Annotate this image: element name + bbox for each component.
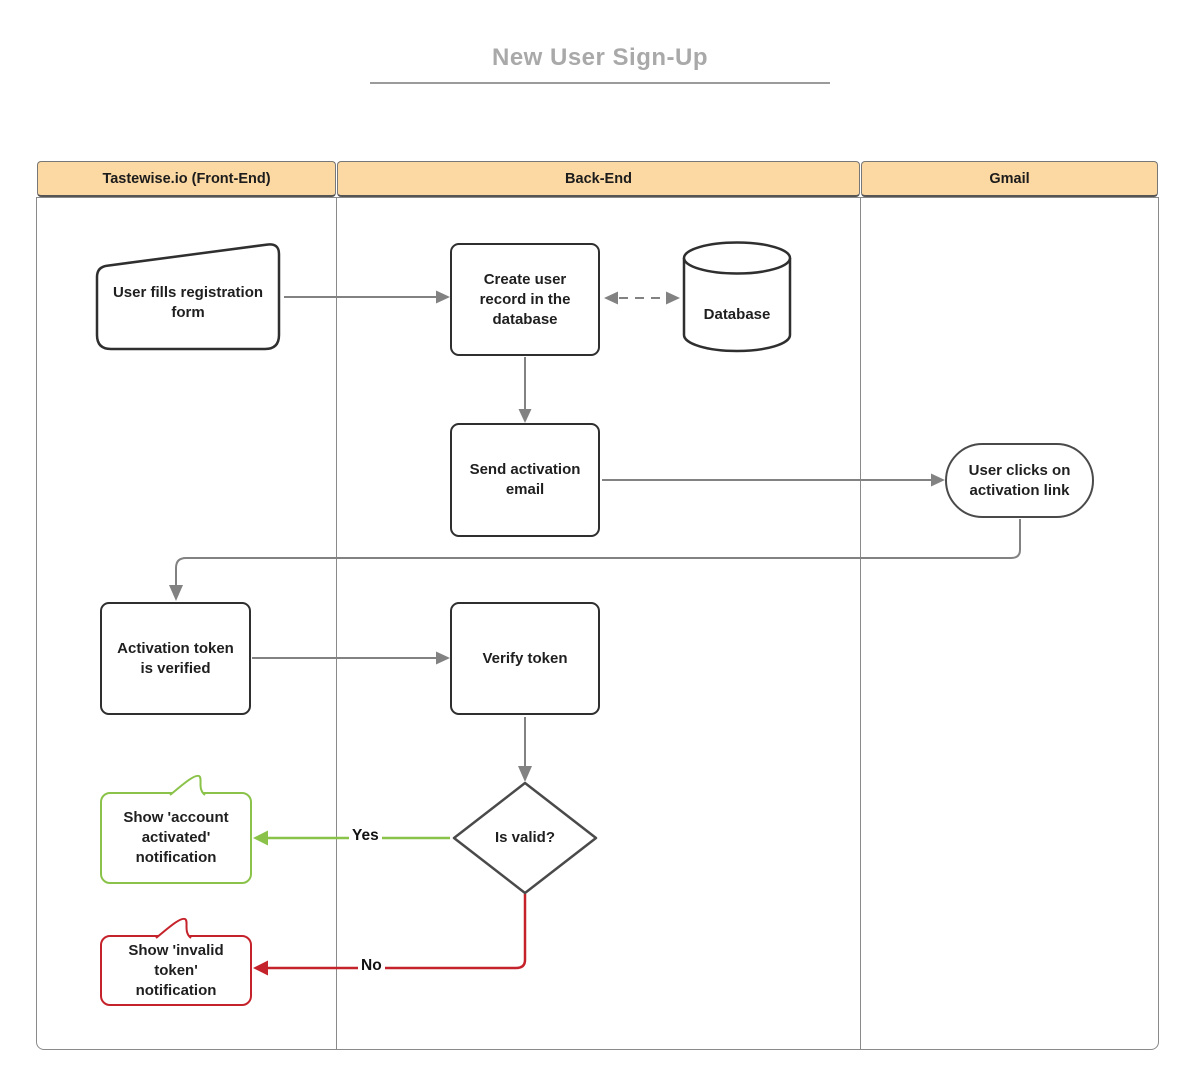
edge-label-no: No	[358, 957, 385, 975]
callout-tail	[169, 774, 206, 796]
node-activation-token-verified[interactable]: Activation token is verified	[100, 602, 251, 715]
arrowhead-tokenverified	[169, 585, 183, 601]
node-invalid-token-notification[interactable]: Show 'invalid token' notification	[100, 917, 252, 1006]
node-is-valid-decision[interactable]: Is valid?	[450, 781, 600, 895]
node-account-activated-notification[interactable]: Show 'account activated' notification	[100, 774, 252, 884]
arrowhead-invalid-token	[253, 960, 268, 976]
node-label: Show 'account activated' notification	[123, 809, 229, 866]
node-label: Activation token is verified	[117, 639, 234, 677]
connector-no-red	[267, 894, 527, 970]
lane-header-gmail: Gmail	[861, 161, 1158, 197]
arrowhead-createuser-left	[604, 291, 618, 305]
node-label: Verify token	[482, 649, 568, 667]
node-create-user-record[interactable]: Create user record in the database	[450, 243, 600, 356]
arrowhead-database-right	[666, 291, 680, 305]
node-label: Is valid?	[494, 829, 556, 846]
edge-label-yes: Yes	[349, 827, 382, 845]
connector-clicklink-tokenverified	[175, 519, 1021, 585]
diamond-shape	[452, 781, 598, 895]
node-label: Database	[703, 306, 771, 323]
node-send-activation-email[interactable]: Send activation email	[450, 423, 600, 537]
node-label: User clicks on activation link	[968, 461, 1071, 499]
lane-gmail: Gmail	[860, 161, 1159, 1050]
node-database[interactable]: Database	[682, 240, 792, 354]
node-label: Create user record in the database	[479, 270, 571, 328]
node-label: Show 'invalid token' notification	[128, 941, 224, 999]
callout-tail	[155, 917, 192, 939]
node-verify-token[interactable]: Verify token	[450, 602, 600, 715]
arrowhead-clicklink	[931, 473, 945, 487]
cylinder-shape	[682, 241, 792, 353]
lane-header-frontend: Tastewise.io (Front-End)	[37, 161, 336, 197]
arrowhead-createuser	[436, 290, 450, 304]
node-user-clicks-activation-link[interactable]: User clicks on activation link	[945, 443, 1094, 518]
node-label: User fills registration form	[112, 284, 264, 321]
diagram-title: New User Sign-Up	[370, 44, 830, 84]
node-label: Send activation email	[469, 461, 581, 498]
node-user-fills-registration-form[interactable]: User fills registration form	[94, 240, 282, 352]
lane-header-backend: Back-End	[337, 161, 860, 197]
arrowhead-isvalid	[518, 766, 532, 782]
arrowhead-account-activated	[253, 830, 268, 846]
manual-input-shape	[95, 243, 281, 351]
arrowhead-verifytoken	[436, 651, 450, 665]
lane-body-gmail	[860, 197, 1159, 1050]
arrowhead-sendemail	[518, 409, 532, 423]
